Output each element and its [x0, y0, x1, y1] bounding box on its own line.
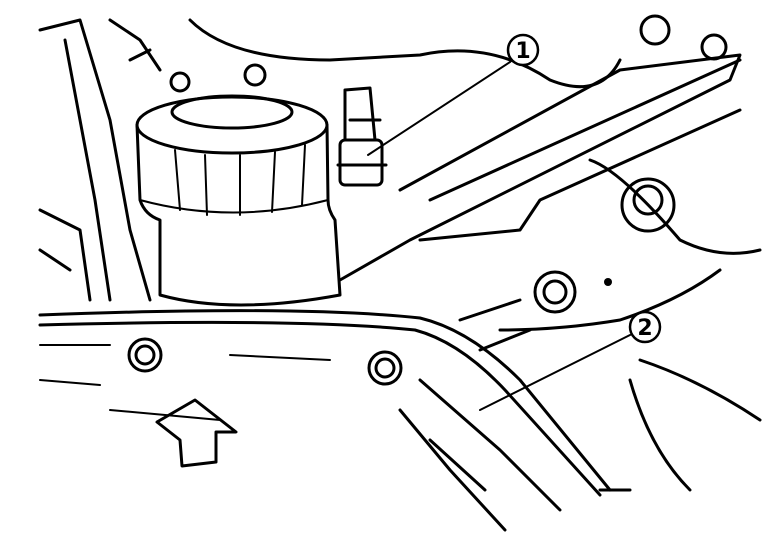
callout-1-label: 1 — [515, 39, 530, 64]
front-direction-arrow — [155, 398, 238, 468]
oil-pressure-sensor — [336, 86, 388, 187]
callout-1-leader — [367, 61, 511, 156]
oil-pan-outline — [38, 309, 762, 532]
callout-2-circle — [628, 310, 662, 344]
bolts — [127, 14, 728, 386]
callout-2-leader — [479, 334, 631, 411]
callout-1-circle — [506, 33, 540, 67]
engine-block-outline — [38, 18, 762, 352]
oil-filter — [135, 94, 342, 307]
callout-2-label: 2 — [637, 316, 652, 341]
